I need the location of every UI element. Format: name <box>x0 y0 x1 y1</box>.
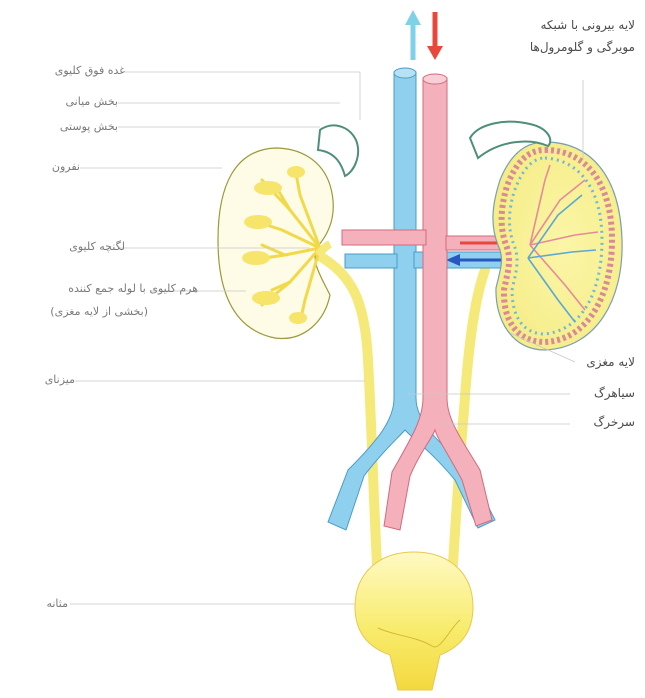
flow-down-arrow <box>427 12 443 60</box>
label-artery: سرخرگ <box>575 415 635 429</box>
label-cortex-2: مویرگی و گلومرول‌ها <box>475 40 635 54</box>
flow-up-arrow <box>405 10 421 60</box>
right-ureter <box>452 270 485 580</box>
right-kidney <box>493 142 622 350</box>
left-kidney <box>218 148 333 338</box>
label-bladder: مثانه <box>8 597 68 610</box>
left-adrenal <box>318 125 358 176</box>
label-medulla-layer: لایه مغزی <box>560 355 635 369</box>
label-pyramid-2: (بخشی از لایه مغزی) <box>8 305 148 318</box>
label-nephron: نفرون <box>10 160 80 173</box>
label-adrenal: غده فوق کلیوی <box>10 64 125 77</box>
label-cortex-part: بخش پوستی <box>10 120 118 133</box>
label-medulla-part: بخش میانی <box>10 95 118 108</box>
bladder <box>355 552 473 690</box>
label-ureter: میزنای <box>10 373 75 386</box>
label-vein: سیاهرگ <box>575 386 635 400</box>
label-cortex-1: لایه بیرونی با شبکه <box>475 18 635 32</box>
label-calyx: لگنچه کلیوی <box>10 240 125 253</box>
label-pyramid-1: هرم کلیوی با لوله جمع کننده <box>8 282 198 295</box>
